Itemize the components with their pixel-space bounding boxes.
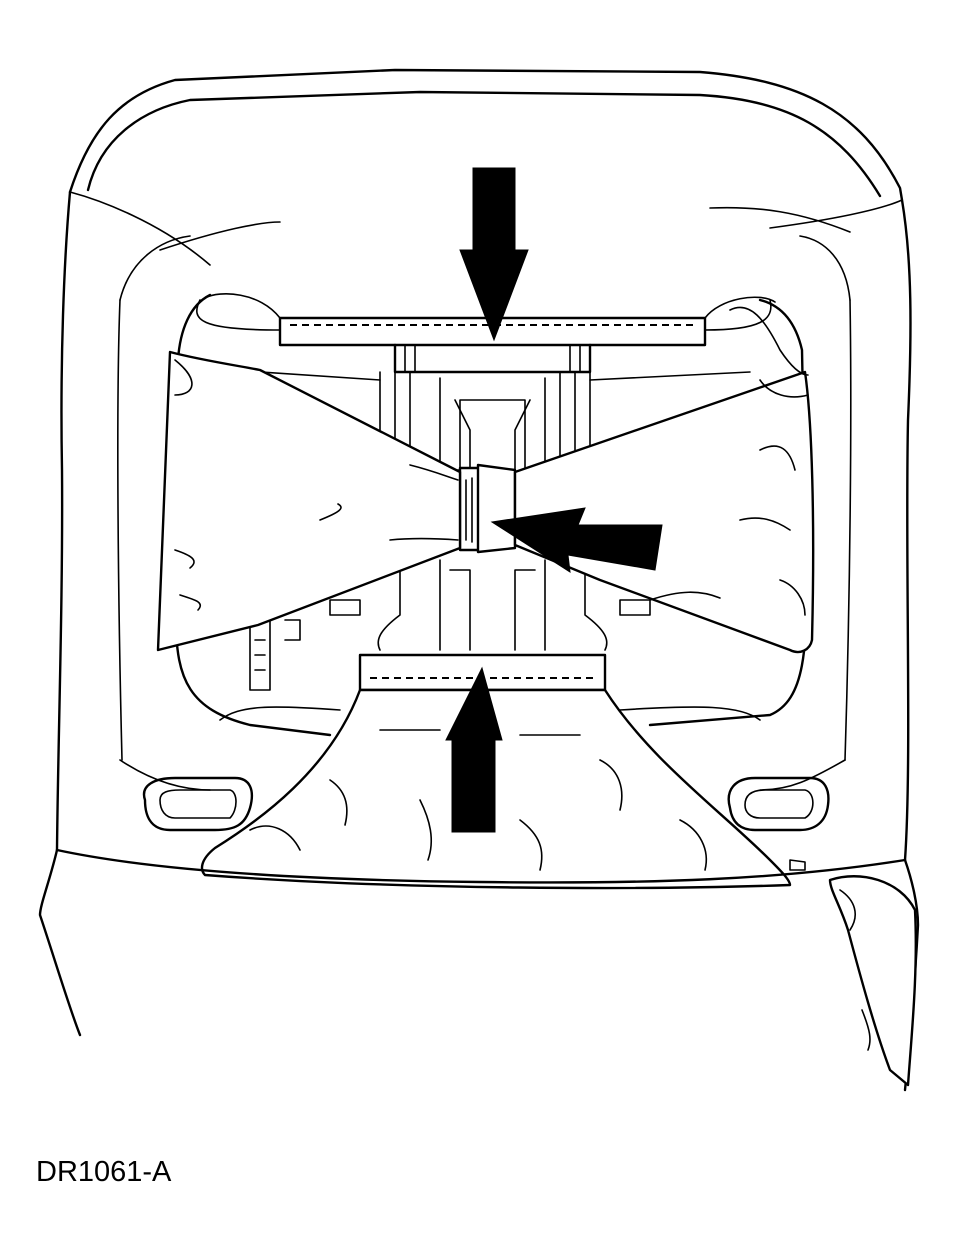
figure-caption: DR1061-A <box>36 1156 172 1188</box>
left-arrow-icon <box>490 507 663 573</box>
strap-buckle <box>458 463 517 554</box>
seat-track-frame <box>219 343 761 721</box>
up-arrow-icon <box>445 666 503 833</box>
seat-back-shell <box>38 68 920 1092</box>
lower-tape-gather <box>200 653 792 890</box>
side-handles <box>142 776 830 832</box>
seat-frame-opening <box>117 235 852 791</box>
tape-wrap <box>156 306 815 654</box>
cover-flap <box>55 848 917 1087</box>
down-arrow-icon <box>459 167 529 342</box>
headrest-crossbar <box>196 293 776 347</box>
